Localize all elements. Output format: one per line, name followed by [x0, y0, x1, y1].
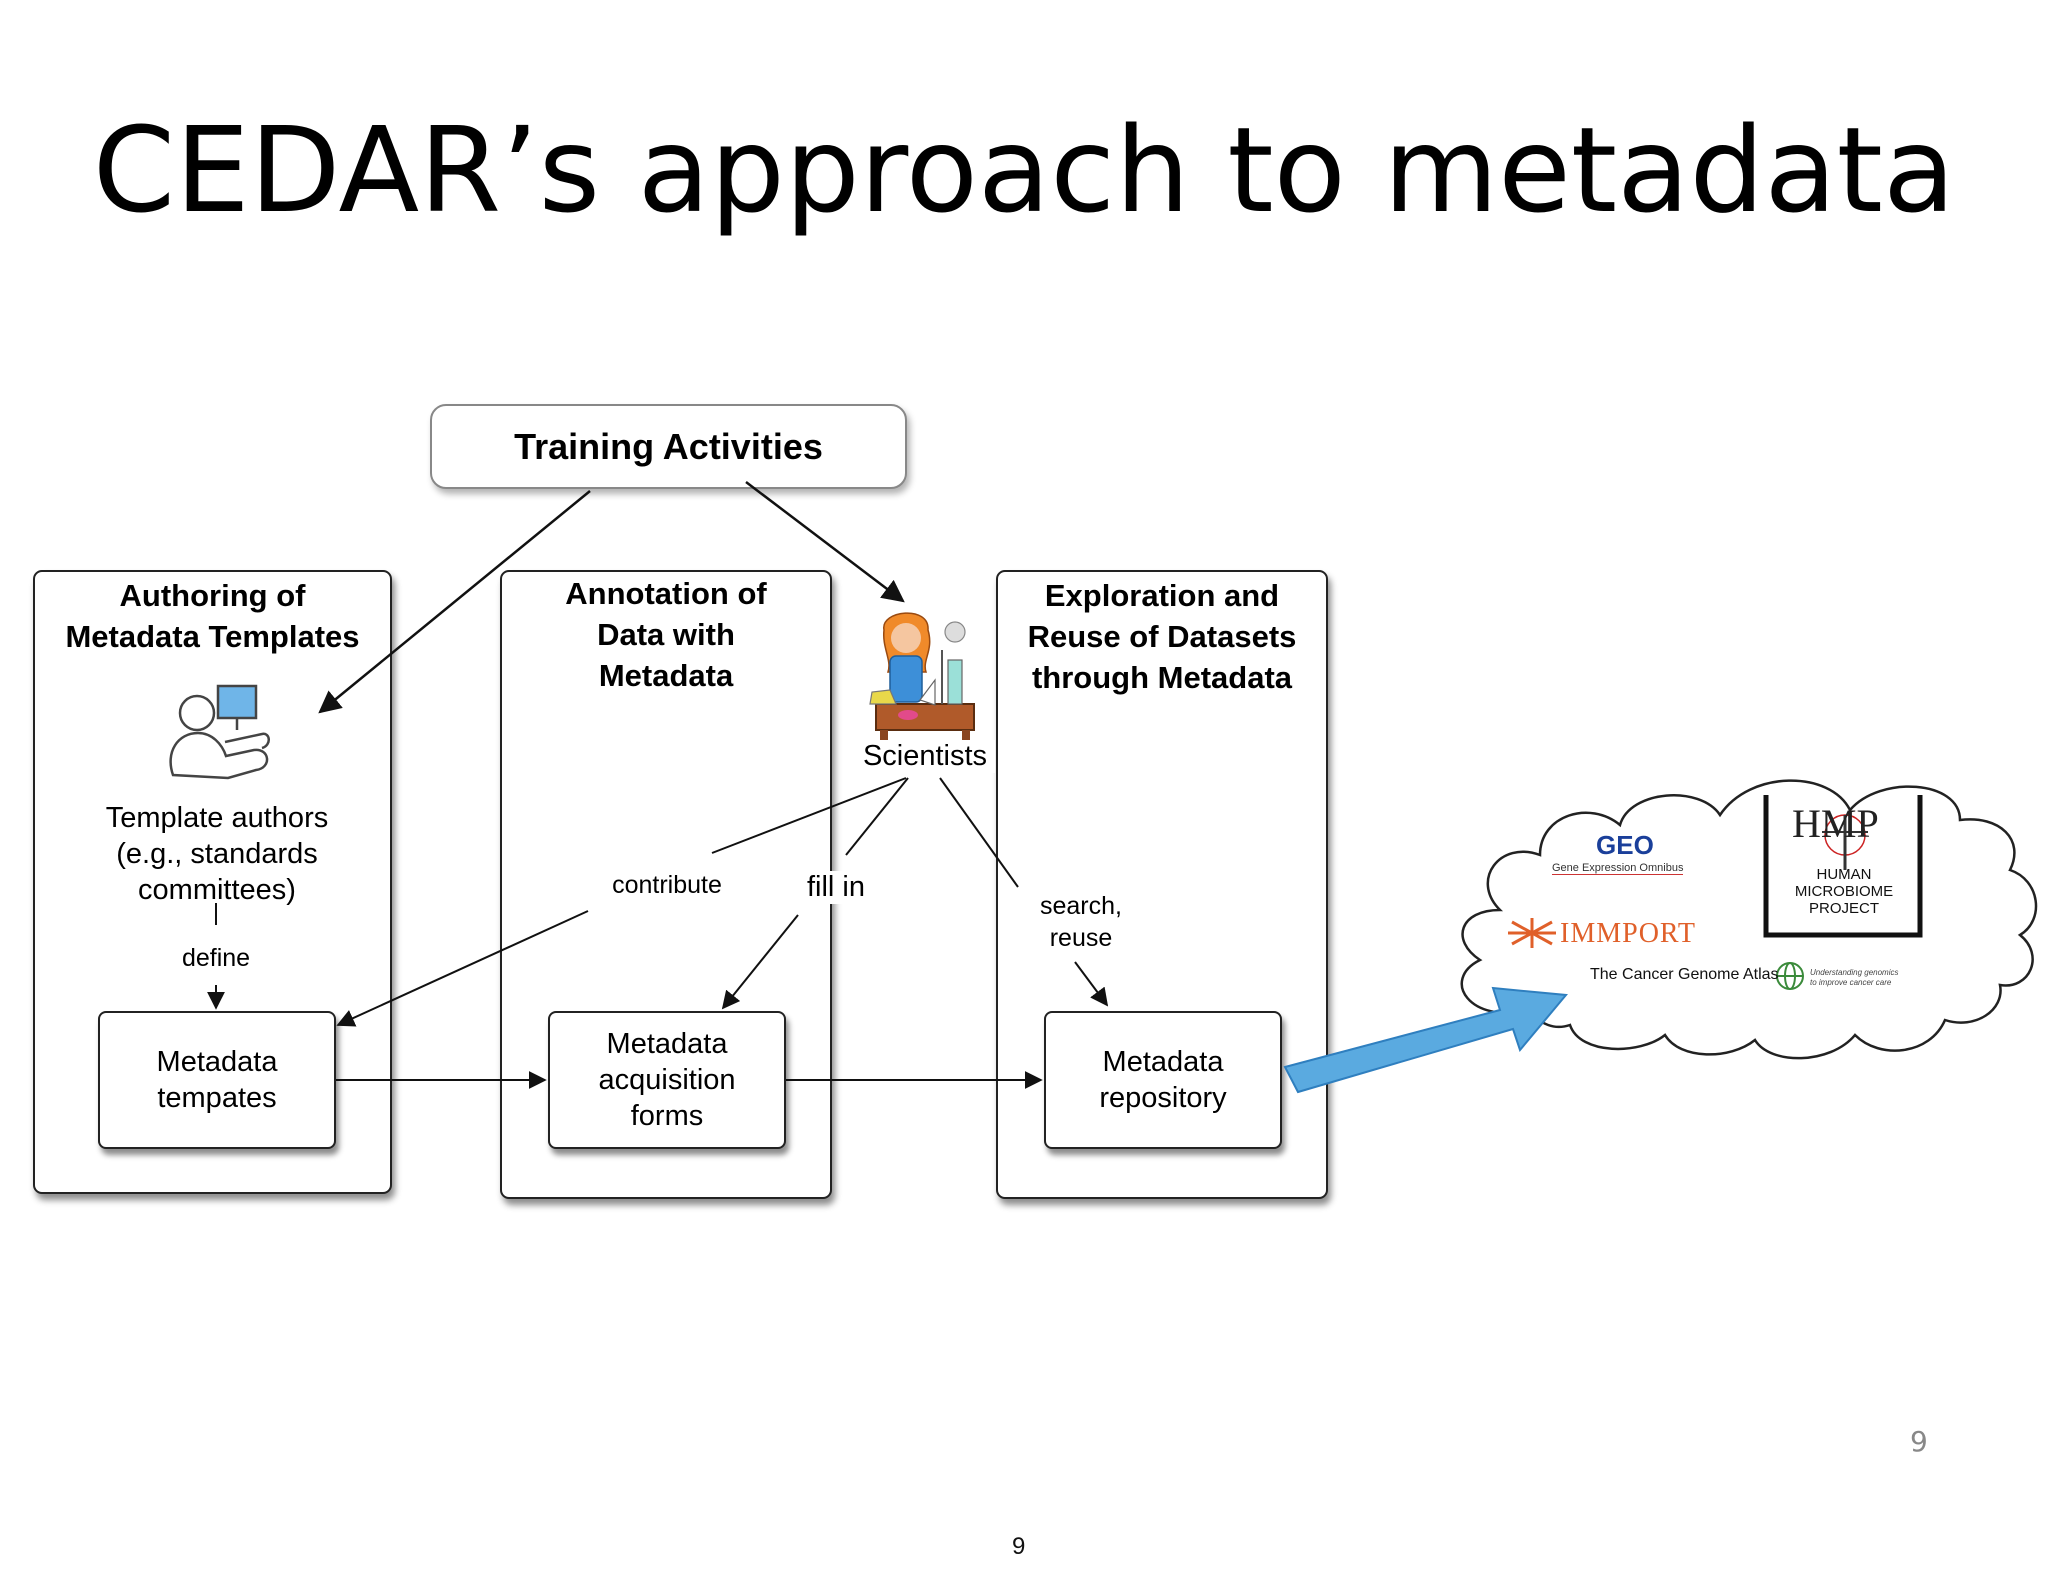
metadata-repository-label: Metadata repository [1099, 1046, 1227, 1114]
search-line [939, 777, 1019, 888]
hmp-figure-icon [1822, 814, 1868, 870]
metadata-forms-box: Metadata acquisition forms [548, 1011, 786, 1149]
geo-subtitle: Gene Expression Omnibus [1552, 862, 1684, 875]
contribute-arrow [336, 910, 589, 1027]
fill-in-arrow [721, 914, 799, 1010]
immport-star-icon [1508, 918, 1556, 948]
metadata-forms-label: Metadata acquisition forms [598, 1028, 736, 1132]
scientists-label: Scientists [855, 740, 995, 773]
fill-in-label: fill in [796, 871, 876, 904]
training-to-scientists-arrow [745, 481, 905, 603]
page-number-right: 9 [1910, 1425, 1928, 1458]
slide-title: CEDAR’s approach to metadata [92, 101, 1956, 239]
search-reuse-label: search, reuse [1026, 890, 1136, 954]
tcga-logo: The Cancer Genome Atlas [1590, 966, 1779, 983]
immport-logo: IMMPORT [1560, 918, 1697, 949]
contribute-label: contribute [598, 871, 736, 900]
exploration-panel-title: Exploration and Reuse of Datasets throug… [1027, 578, 1297, 695]
repository-cloud [1460, 779, 2038, 1060]
training-activities-box: Training Activities [430, 404, 907, 489]
hmp-subtitle: HUMAN MICROBIOME PROJECT [1794, 866, 1894, 917]
annotation-panel-title: Annotation of Data with Metadata [565, 576, 767, 693]
scientist-figure [869, 612, 975, 756]
repository-to-cloud-arrow [1283, 986, 1568, 1094]
metadata-repository-box: Metadata repository [1044, 1011, 1282, 1149]
page-number-bottom: 9 [1012, 1533, 1026, 1560]
hmp-logo: HMP [1792, 801, 1879, 846]
hmp-logo-frame [1763, 795, 1923, 938]
authoring-panel-title: Authoring of Metadata Templates [65, 578, 360, 654]
tcga-tagline: Understanding genomics to improve cancer… [1810, 968, 1899, 987]
training-to-authors-arrow [318, 490, 591, 714]
metadata-templates-box: Metadata tempates [98, 1011, 336, 1149]
geo-logo: GEO [1596, 830, 1654, 860]
metadata-templates-label: Metadata tempates [156, 1046, 278, 1114]
template-authors-label: Template authors (e.g., standards commit… [105, 802, 329, 906]
search-arrow [1074, 961, 1109, 1007]
tcga-globe-icon [1776, 962, 1804, 990]
fill-in-line [845, 777, 909, 856]
define-label: define [166, 944, 266, 973]
template-author-figure [169, 684, 270, 780]
contribute-line [711, 777, 907, 854]
